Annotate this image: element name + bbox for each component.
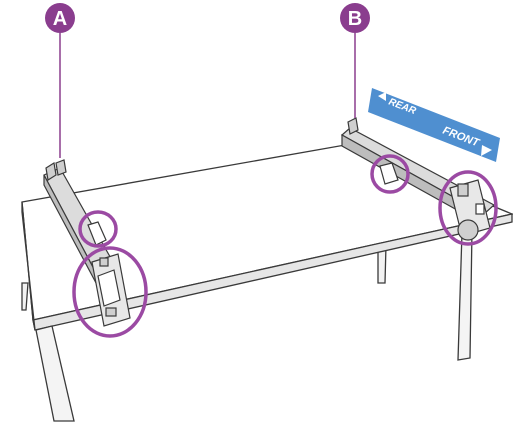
callout-b: B <box>340 3 370 33</box>
table-leg-front-left <box>35 325 75 422</box>
highlight-ring-b-end <box>438 170 498 246</box>
rear-arrow-icon <box>378 92 386 101</box>
highlight-rings <box>72 154 498 338</box>
highlight-ring-a-end <box>72 246 148 338</box>
front-arrow-icon <box>481 145 492 156</box>
highlight-ring-b-clip <box>370 154 410 194</box>
callout-a: A <box>45 3 75 33</box>
table-leg-front-right <box>457 229 473 361</box>
highlight-ring-a-clip <box>78 210 118 248</box>
callout-a-letter: A <box>53 8 67 30</box>
rail-left <box>43 159 131 327</box>
callout-b-letter: B <box>348 8 362 30</box>
rail-right <box>340 117 496 241</box>
table-leg-back-left <box>21 282 29 311</box>
